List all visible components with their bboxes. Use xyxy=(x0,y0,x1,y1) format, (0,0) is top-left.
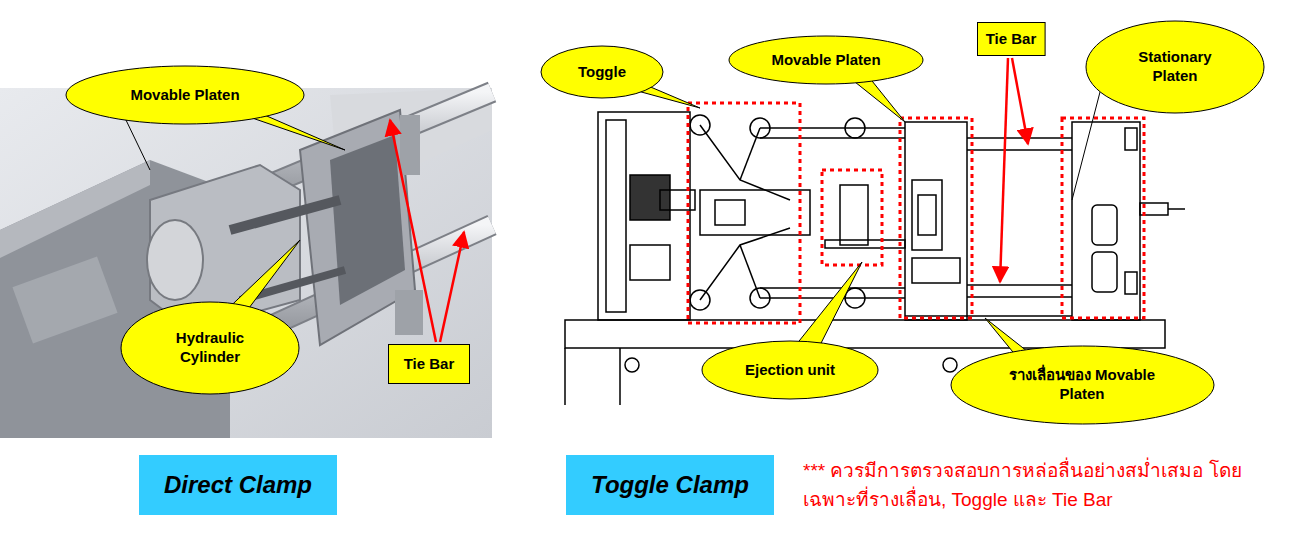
callout-tail xyxy=(195,62,1070,385)
callout-bubble: Movable Platen xyxy=(65,65,305,125)
node-text: Tie Bar xyxy=(986,30,1037,49)
title-box: Toggle Clamp xyxy=(566,455,774,515)
callout-bubble: Movable Platen xyxy=(728,35,924,85)
highlight-frame xyxy=(688,103,1144,323)
callout-bubble: Toggle xyxy=(540,45,664,99)
node-text: Direct Clamp xyxy=(164,470,312,500)
callout-box: Tie Bar xyxy=(388,344,470,384)
title-box: Direct Clamp xyxy=(139,455,337,515)
node-text: Movable Platen xyxy=(130,86,239,105)
node-text: Movable Platen xyxy=(771,51,880,70)
callout-box: Tie Bar xyxy=(977,22,1046,56)
callout-bubble: Ejection unit xyxy=(701,340,879,400)
node-text: Toggle xyxy=(578,63,626,82)
node-text: รางเลื่อนของ Movable Platen xyxy=(997,366,1167,404)
callout-bubble: Stationary Platen xyxy=(1085,20,1265,114)
callout-bubble: รางเลื่อนของ Movable Platen xyxy=(950,345,1215,425)
node-text: Hydraulic Cylinder xyxy=(163,329,258,367)
tie-bar-arrow xyxy=(390,58,1028,342)
node-text: Stationary Platen xyxy=(1128,48,1223,86)
callout-bubble: Hydraulic Cylinder xyxy=(120,301,300,395)
node-text: Tie Bar xyxy=(404,355,455,374)
node-text: Toggle Clamp xyxy=(591,470,749,500)
node-text: Ejection unit xyxy=(745,361,835,380)
direct-clamp-photo xyxy=(0,88,492,438)
note-text: *** ควรมีการตรวจสอบการหล่อลื่นอย่างสม่ำเ… xyxy=(803,456,1281,515)
